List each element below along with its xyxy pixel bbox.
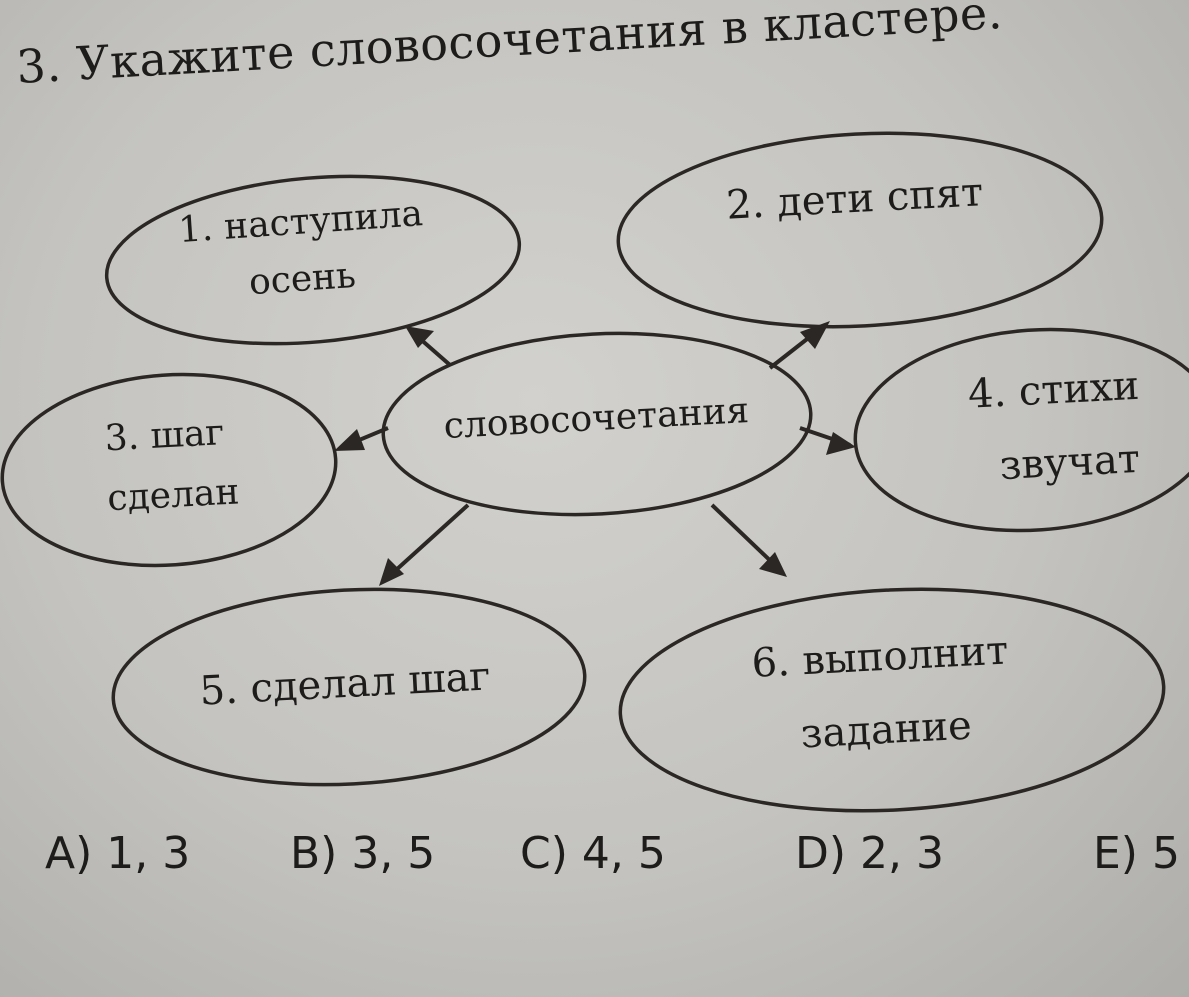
- answer-option-c[interactable]: C) 4, 5: [520, 828, 666, 879]
- answer-option-a[interactable]: A) 1, 3: [45, 828, 191, 879]
- node-5-label: 5. сделал шаг: [198, 653, 491, 714]
- arrowhead-1: [405, 326, 434, 348]
- arrowhead-4: [826, 432, 856, 455]
- arrow-to-node-5: [383, 503, 470, 582]
- arrowhead-3: [334, 429, 365, 451]
- node-2-ellipse: [616, 131, 1104, 329]
- node-3-label: 3. шаг сделан: [103, 412, 240, 520]
- node-5-ellipse: [111, 587, 587, 787]
- answer-option-b[interactable]: B) 3, 5: [290, 828, 436, 879]
- node-4-ellipse: [853, 327, 1189, 533]
- node-4-label: 4. стихи звучат: [967, 362, 1157, 490]
- node-3-ellipse: [0, 372, 338, 568]
- node-1-label: 1. наступила осень: [177, 192, 439, 308]
- node-6-ellipse: [618, 587, 1166, 813]
- answer-option-e[interactable]: E) 5: [1093, 828, 1180, 879]
- node-1-ellipse: [104, 174, 522, 346]
- arrowhead-5: [379, 558, 404, 586]
- center-label: словосочетания: [443, 390, 750, 447]
- arrowhead-6: [759, 552, 787, 577]
- node-6-label: 6. выполнит задание: [750, 627, 1025, 760]
- center-ellipse: [381, 331, 813, 517]
- answer-options: A) 1, 3 B) 3, 5 C) 4, 5 D) 2, 3 E) 5: [45, 828, 1189, 898]
- answer-option-d[interactable]: D) 2, 3: [795, 828, 944, 879]
- node-2-label: 2. дети спят: [725, 169, 984, 228]
